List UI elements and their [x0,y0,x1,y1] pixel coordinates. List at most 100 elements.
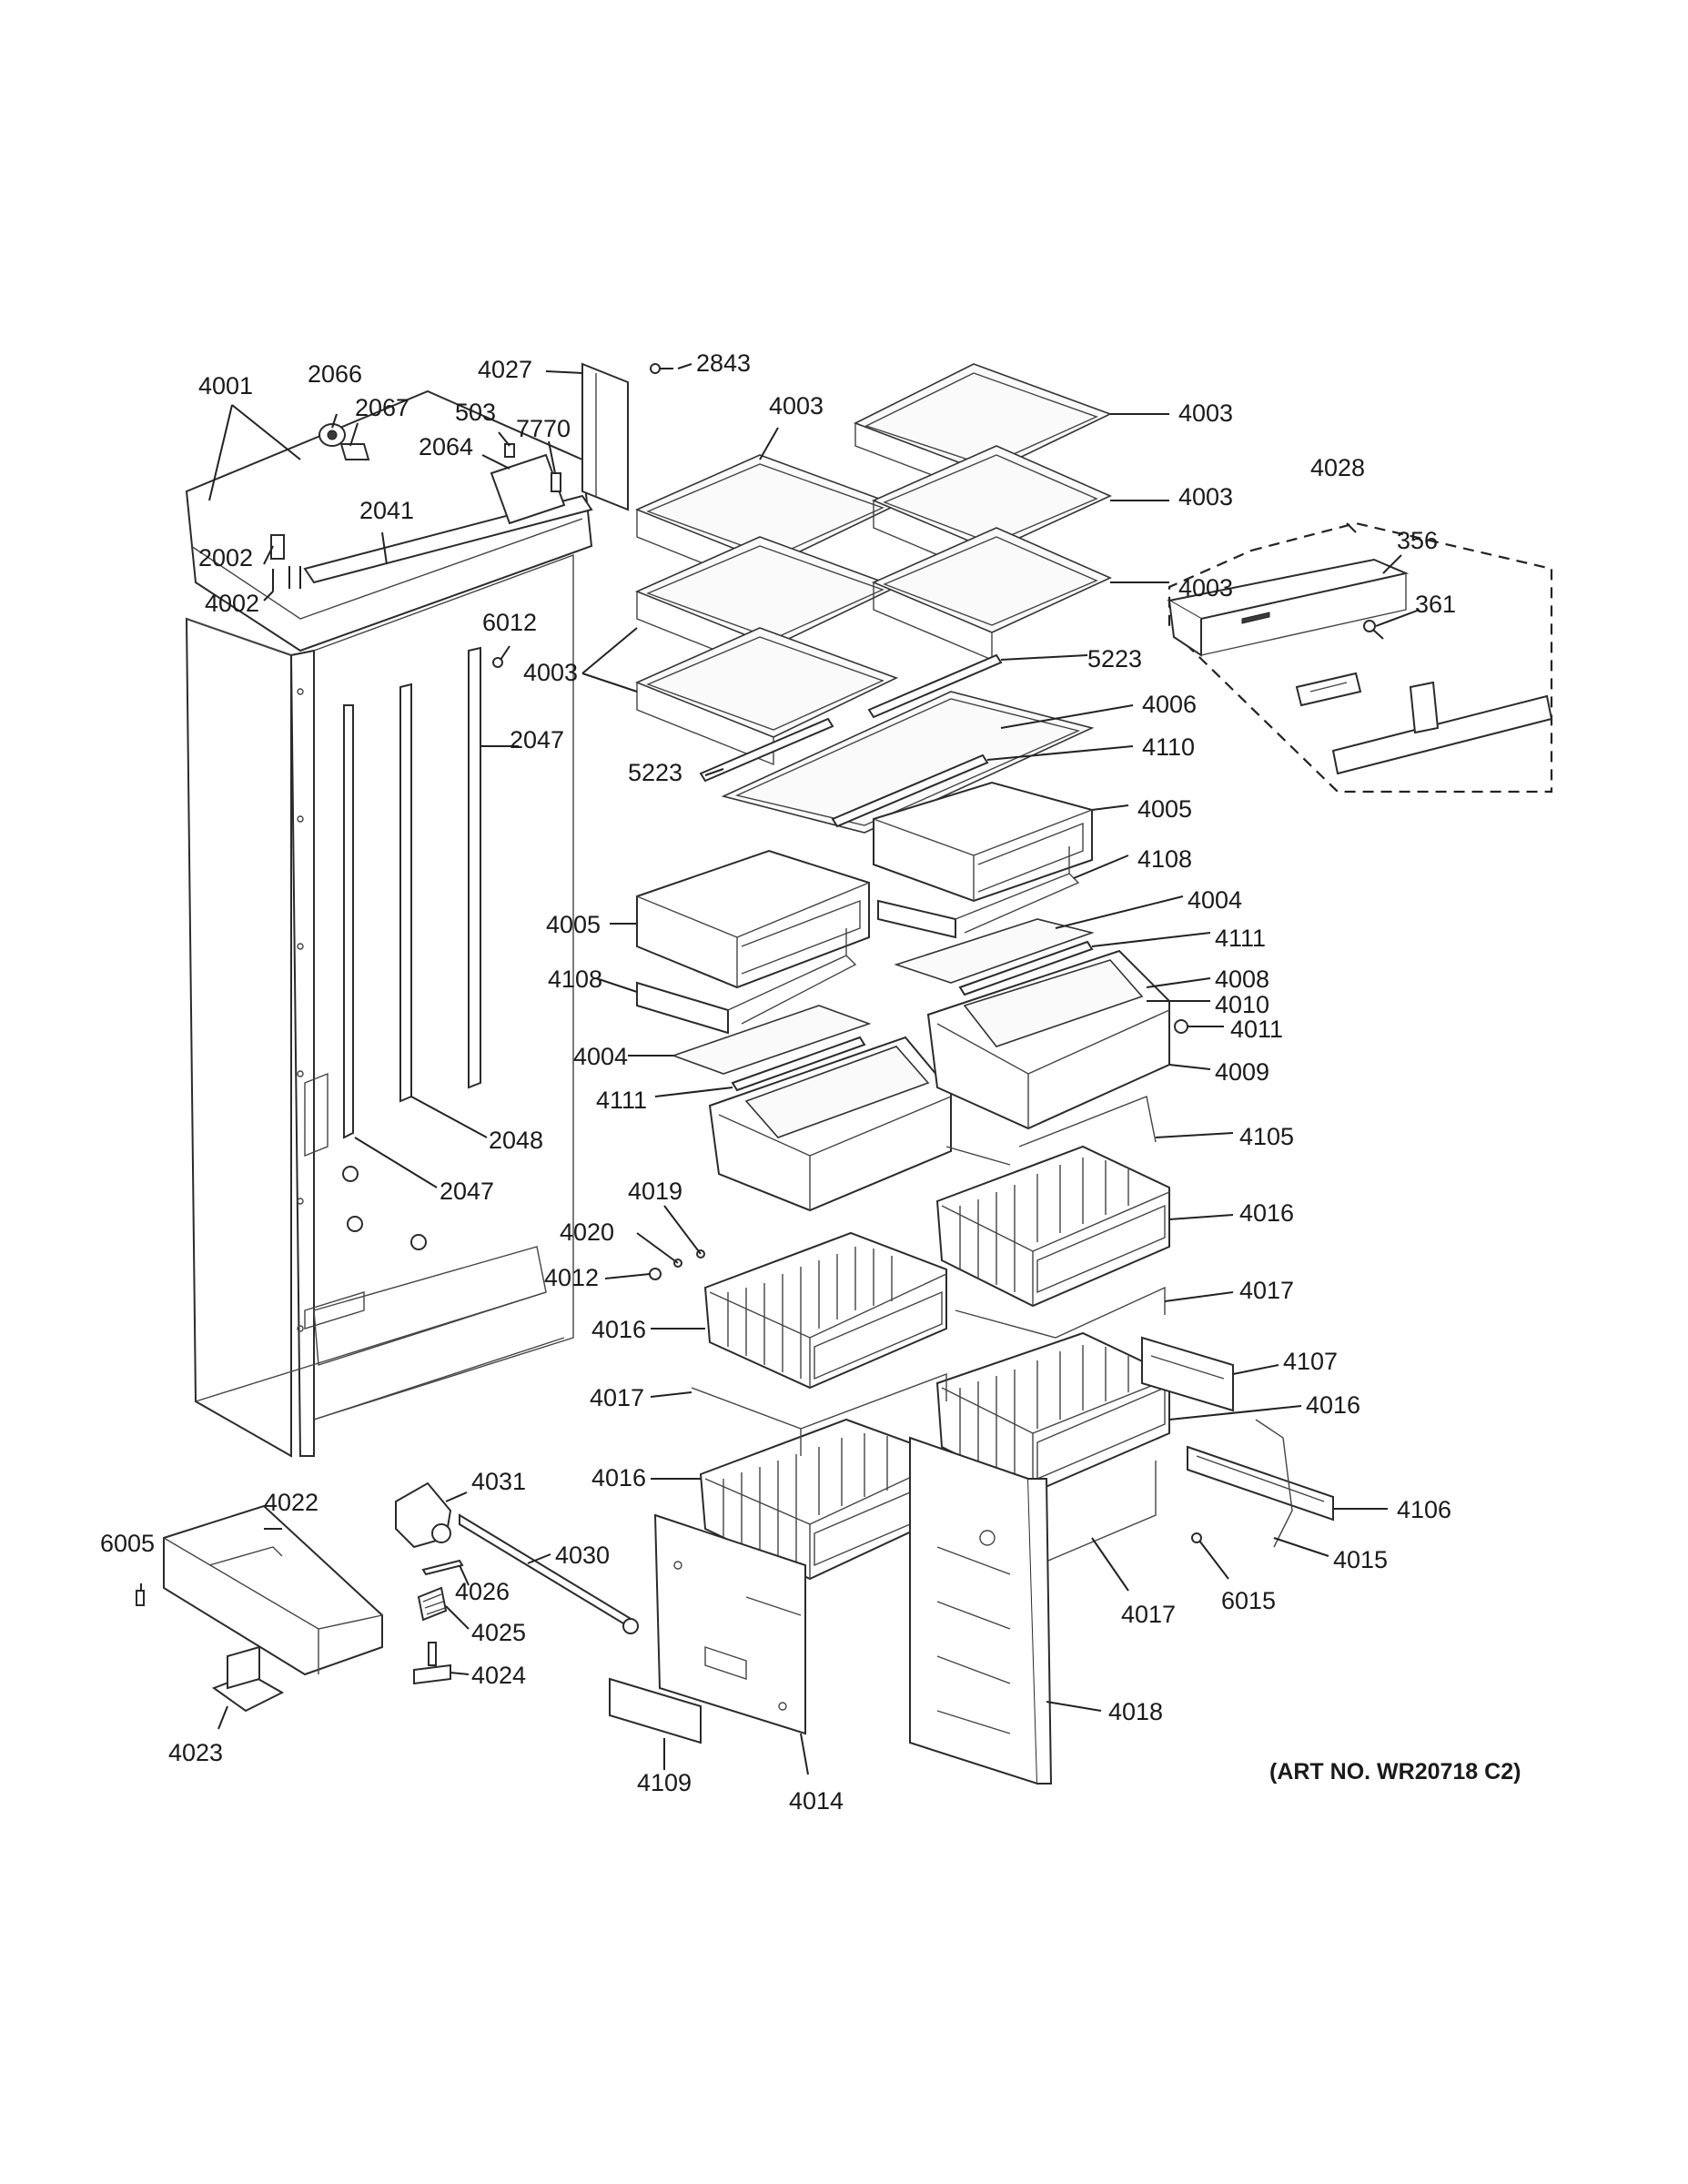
callout-2066: 2066 [308,360,362,388]
glass-cover-4004-right [894,918,1095,984]
callout-4015: 4015 [1333,1546,1388,1573]
deli-drawer-4009-right [926,949,1170,1130]
callout-4006: 4006 [1142,691,1197,718]
cabinet-liner [185,389,593,1458]
callout-4108-left: 4108 [548,966,602,993]
crisper-drawer-4005-left [636,849,870,989]
shelf-rail-2047-right [468,646,481,1089]
drawer-front-4014 [653,1513,806,1735]
callout-4008: 4008 [1215,966,1269,993]
callout-4002: 4002 [205,590,259,617]
stud-503 [504,443,515,458]
callout-4031: 4031 [471,1468,526,1495]
knob-4011 [1174,1019,1188,1034]
callout-labels: 4001 2066 2067 4027 2843 503 7770 2064 2… [100,349,1521,1815]
bracket-4015 [1255,1419,1293,1548]
callout-4111-right: 4111 [1215,925,1266,952]
callout-4016-lower-left: 4016 [591,1464,646,1491]
callout-4012: 4012 [544,1264,599,1291]
callout-2002: 2002 [198,544,253,571]
callout-6005: 6005 [100,1530,155,1557]
callout-4105: 4105 [1239,1123,1294,1150]
callout-4016-upper-right: 4016 [1239,1199,1294,1227]
callout-4014: 4014 [789,1787,844,1815]
pin-4026 [421,1559,464,1576]
screw-2843 [650,363,673,374]
crisper-drawer-4005-right [873,781,1093,903]
control-board [1295,672,1362,707]
bracket-2067 [339,443,370,460]
callout-4107: 4107 [1283,1348,1338,1375]
drawer-frame-4017-left [691,1372,947,1456]
spring-4025 [417,1586,448,1622]
callout-4005-right: 4005 [1137,795,1192,823]
clip-4012 [649,1268,662,1280]
callout-4023: 4023 [168,1739,223,1766]
wire-basket-4016-upper-right [935,1145,1170,1308]
callout-4017-left: 4017 [590,1384,644,1411]
glass-shelf-4003-lower-right [871,527,1112,662]
screw-6015 [1191,1532,1202,1543]
callout-4027: 4027 [478,356,532,383]
callout-2843: 2843 [696,349,751,377]
callout-2067: 2067 [355,394,409,421]
trim-4110 [831,753,989,828]
callout-4108-right: 4108 [1137,845,1192,873]
drawer-frame-4017-right [955,1286,1166,1339]
deli-frame-4105 [945,1096,1157,1166]
cam-2066 [318,423,346,447]
callout-4110: 4110 [1142,733,1195,761]
callout-4016-lower-right: 4016 [1306,1391,1360,1419]
bolt-4002 [272,566,301,592]
callout-4018: 4018 [1108,1698,1163,1725]
screw-361 [1363,620,1384,640]
callout-4004-left: 4004 [573,1043,628,1070]
spacer-2002 [270,534,285,560]
callout-4003-right-1: 4003 [1178,399,1233,427]
trim-4109 [609,1677,702,1744]
water-filter-housing-4022 [163,1504,383,1676]
callout-5223-left: 5223 [628,759,682,786]
callout-2048: 2048 [489,1127,543,1154]
auger-rod-4030 [459,1513,639,1634]
slide-rail-4108-left [636,928,857,1035]
callout-2041: 2041 [359,497,414,524]
callout-4005-left: 4005 [546,911,601,938]
callout-503: 503 [455,399,496,426]
leveling-leg-4024 [413,1642,451,1685]
callout-2064: 2064 [419,433,473,460]
trim-5223-upper [699,653,1003,783]
callout-4016-upper-left: 4016 [591,1316,646,1343]
callout-4003-top: 4003 [769,392,824,420]
control-assembly-4028 [1167,521,1553,794]
trim-4027 [581,362,629,511]
callout-7770: 7770 [516,415,571,442]
callout-4028: 4028 [1310,454,1365,481]
callout-4003-right-2: 4003 [1178,483,1233,511]
callout-4020: 4020 [560,1218,614,1246]
leader-lines [140,363,1420,1775]
deli-drawer-left [708,1036,952,1212]
callout-4109: 4109 [637,1769,692,1796]
motor-4031 [395,1481,452,1549]
slide-rail-4106 [1187,1445,1334,1522]
control-housing-356 [1167,558,1410,657]
trim-4111-right [958,940,1094,996]
callout-356: 356 [1397,527,1438,554]
callout-4111-left: 4111 [596,1087,647,1114]
callout-4017-right: 4017 [1239,1277,1294,1304]
pin-7770 [551,472,561,492]
art-number: (ART NO. WR20718 C2) [1269,1759,1521,1785]
trim-4111-left [731,1036,866,1092]
callout-6015: 6015 [1221,1587,1276,1614]
callout-4106: 4106 [1397,1496,1451,1523]
slide-rail-4107 [1141,1336,1234,1412]
callout-2047-lower: 2047 [440,1178,494,1205]
callout-4030: 4030 [555,1542,610,1569]
callout-4017-bottom: 4017 [1121,1601,1176,1628]
callout-4010: 4010 [1215,991,1269,1018]
bracket-4023 [211,1645,285,1713]
callout-4009: 4009 [1215,1058,1269,1086]
callout-4025: 4025 [471,1619,526,1646]
